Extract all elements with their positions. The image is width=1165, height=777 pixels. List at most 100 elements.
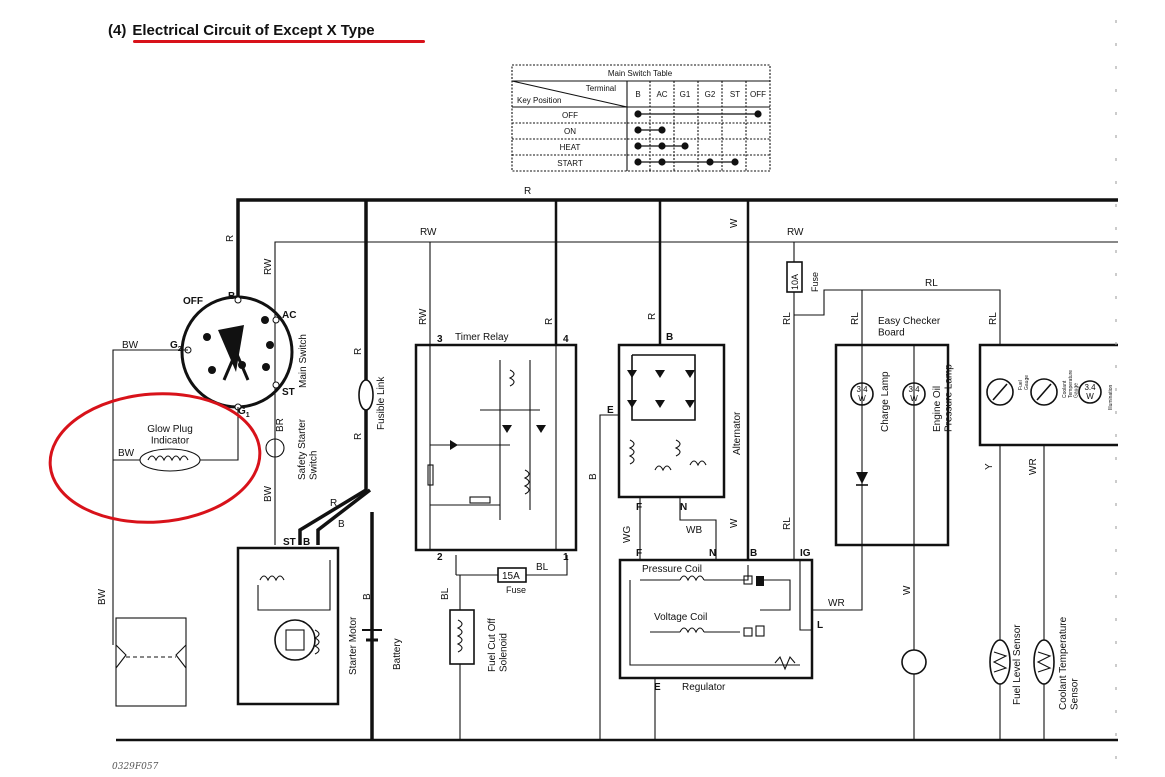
wire-label-r-fusible-low: R: [353, 433, 364, 440]
main-switch: OFF B AC G2 ST G1 Main Switch: [170, 291, 309, 419]
battery: B Battery: [362, 512, 403, 740]
wire-label-w-mid: W: [729, 518, 740, 528]
fuse-10a-rating: 10A: [790, 274, 800, 290]
section-title: Electrical Circuit of Except X Type: [132, 22, 375, 39]
charge-lamp-label: Charge Lamp: [880, 371, 891, 432]
terminal-label: Terminal: [586, 84, 616, 93]
main-switch-st-terminal: ST: [282, 387, 295, 398]
wire-label-r-timer: R: [544, 318, 555, 325]
coolant-temp-sensor-label: Coolant TemperatureSensor: [1058, 616, 1081, 710]
wire-label-b-battery: B: [362, 593, 373, 600]
main-switch-table: Main Switch Table Terminal Key Position …: [511, 64, 771, 172]
switch-table-column-header: ST: [730, 90, 740, 99]
wire-label-wg: WG: [622, 526, 633, 543]
alternator: R B E F N Alternator B WG WB: [588, 200, 743, 740]
timer-terminal-3: 3: [437, 334, 443, 345]
regulator-label: Regulator: [682, 682, 726, 693]
wire-label-bl-fuse: BL: [536, 562, 549, 573]
alt-e-terminal: E: [607, 405, 614, 416]
safety-switch-label: Safety StarterSwitch: [297, 418, 320, 480]
wire-label-rl-reg: RL: [782, 517, 793, 530]
wire-label-bw-bottom: BW: [97, 588, 108, 605]
w-wire: W W: [729, 200, 750, 560]
fuel-level-sensor-label: Fuel Level Sensor: [1012, 624, 1023, 705]
main-switch-g1-terminal: G1: [238, 406, 250, 419]
switch-table-connection-dot: [634, 110, 642, 118]
timer-terminal-4: 4: [563, 334, 569, 345]
main-switch-ac-terminal: AC: [282, 310, 296, 321]
wire-label-rl-gauges: RL: [988, 312, 999, 325]
highlight-annotation: [48, 392, 262, 524]
figure-id: 0329F057: [112, 762, 159, 772]
wire-label-wr-gauge: WR: [1028, 458, 1039, 475]
battery-label: Battery: [392, 638, 403, 670]
fusible-link: R R Fusible Link R B: [298, 200, 387, 545]
reg-n-terminal: N: [709, 548, 716, 559]
wire-label-bw-starter: BW: [263, 485, 274, 502]
switch-table-row-label: ON: [564, 127, 576, 136]
switch-table-column-header: OFF: [750, 90, 766, 99]
voltage-coil-label: Voltage Coil: [654, 612, 707, 623]
diagram-title: (4)Electrical Circuit of Except X Type: [108, 22, 375, 39]
fuel-gauge-label: FuelGauge: [1018, 375, 1030, 390]
wire-label-w-top: W: [729, 218, 740, 228]
title-underline-annotation: [133, 40, 425, 43]
switch-table-connection-dot: [634, 126, 642, 134]
main-switch-g2-terminal: G2: [170, 340, 182, 353]
reg-f-terminal: F: [636, 548, 642, 559]
switch-table-column-header: AC: [656, 90, 667, 99]
timer-relay: Timer Relay 3 4 2 1 RW R BL: [414, 200, 578, 600]
wire-label-r-diag: R: [330, 498, 337, 509]
switch-table-connection-dot: [658, 126, 666, 134]
starter-motor: ST B Starter Motor: [236, 537, 359, 706]
fuel-cut-off: Fuel Cut OffSolenoid 15A Fuse BL: [449, 555, 568, 740]
switch-table-connection-dot: [731, 158, 739, 166]
reg-ig-terminal: IG: [800, 548, 811, 559]
alternator-label: Alternator: [732, 411, 743, 455]
switch-table-connection-dot: [634, 158, 642, 166]
main-switch-b-terminal: B: [228, 291, 235, 302]
starter-st-terminal: ST: [283, 537, 296, 548]
wire-label-y: Y: [984, 463, 995, 470]
timer-terminal-1: 1: [563, 552, 569, 563]
main-switch-label: Main Switch: [298, 334, 309, 388]
wire-label-br: BR: [275, 418, 286, 432]
timer-relay-label: Timer Relay: [455, 332, 509, 343]
engine-oil-lamp-label: Engine OilPressure Lamp: [932, 364, 955, 432]
alt-n-terminal: N: [680, 502, 687, 513]
wire-label-rl-fuse: RL: [782, 312, 793, 325]
pressure-coil-label: Pressure Coil: [642, 564, 702, 575]
wire-label-w-oil: W: [902, 585, 913, 595]
reg-b-terminal: B: [750, 548, 757, 559]
switch-table-row-label: OFF: [562, 111, 578, 120]
wire-label-r-alt: R: [647, 313, 658, 320]
switch-table-connection-dot: [754, 110, 762, 118]
wire-label-r-top: R: [524, 186, 531, 197]
wire-label-rw-switch: RW: [263, 258, 274, 275]
regulator: F N B IG L E Regulator Pressure Coil Vol…: [618, 545, 863, 740]
wire-label-r-switch: R: [225, 235, 236, 242]
timer-terminal-2: 2: [437, 552, 443, 563]
switch-table-row-label: HEAT: [560, 143, 581, 152]
reg-e-terminal: E: [654, 682, 661, 693]
main-switch-off-label: OFF: [183, 296, 203, 307]
switch-table-connection-dot: [658, 158, 666, 166]
wire-label-wb: WB: [686, 525, 702, 536]
coolant-gauge-label: CoolantTemperatureGauge: [1062, 370, 1080, 398]
wire-label-bw-top: BW: [122, 340, 139, 351]
bus-wires: R R RW RW RW: [225, 186, 1118, 410]
fuse-15a-label: Fuse: [506, 585, 526, 595]
safety-starter-switch: BR BW Safety StarterSwitch: [263, 410, 320, 545]
wire-label-r-fusible: R: [353, 348, 364, 355]
wire-label-rl-board: RL: [850, 312, 861, 325]
fuse-10a: 10A Fuse RL RL RL RL RL: [782, 242, 1001, 560]
switch-table-connection-dot: [681, 142, 689, 150]
switch-table-connection-dot: [634, 142, 642, 150]
wire-label-rw-timer: RW: [418, 308, 429, 325]
